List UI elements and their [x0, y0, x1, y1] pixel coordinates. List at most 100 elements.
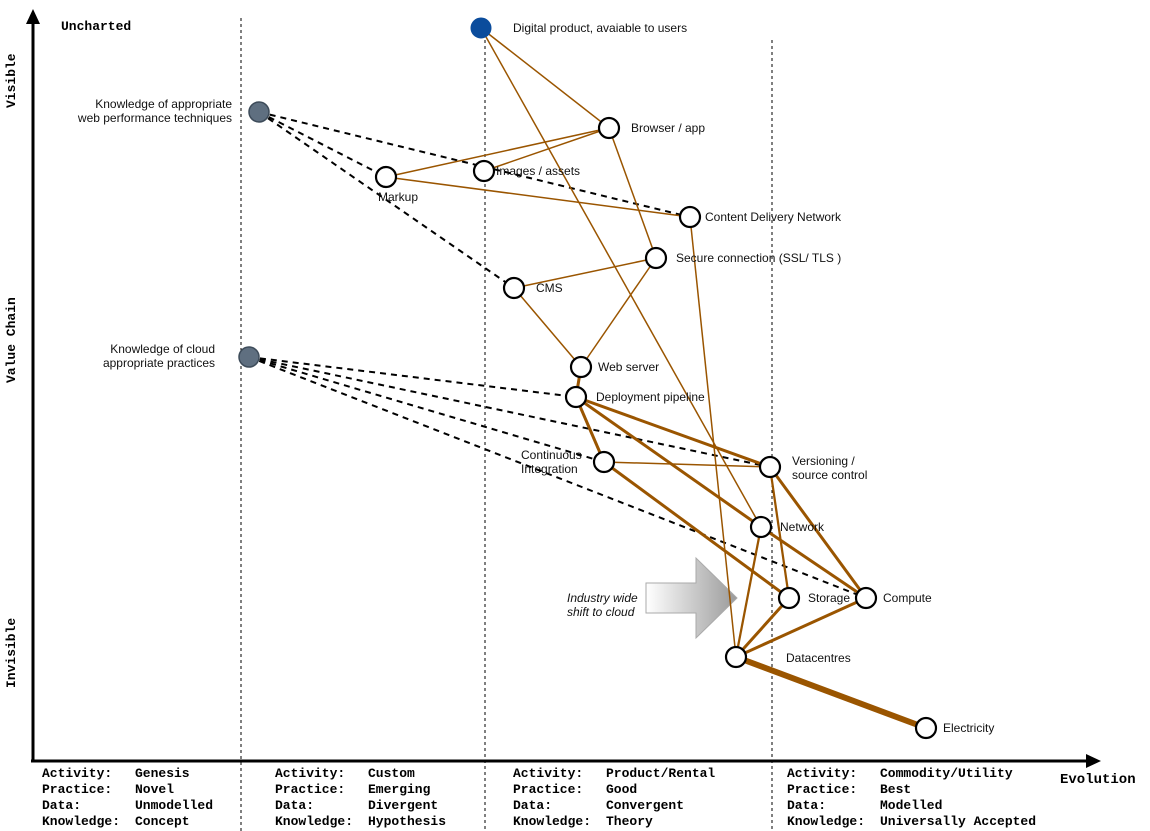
link-network-compute — [760, 525, 867, 600]
link-versioning-compute — [768, 466, 868, 599]
component-digital[interactable]: Digital product, avaiable to users — [470, 17, 687, 39]
component-markup[interactable]: Markup — [374, 165, 418, 204]
component-node-icon[interactable] — [724, 645, 748, 669]
component-storage[interactable]: Storage — [777, 586, 850, 610]
component-node-icon[interactable] — [914, 716, 938, 740]
stage-legend-product: Activity:Product/Rental Practice:Good Da… — [513, 766, 715, 830]
component-browser[interactable]: Browser / app — [597, 116, 705, 140]
component-node-icon[interactable] — [644, 246, 668, 270]
component-cdn[interactable]: Content Delivery Network — [678, 205, 842, 229]
component-node-icon[interactable] — [502, 276, 526, 300]
knowledge-node-icon[interactable] — [248, 101, 270, 123]
stage-value: Divergent — [368, 798, 439, 813]
component-network[interactable]: Network — [749, 515, 825, 539]
component-node-icon[interactable] — [678, 205, 702, 229]
component-images[interactable]: Images / assets — [472, 159, 580, 183]
stage-value: Theory — [606, 814, 653, 829]
stage-row-data: Data:Unmodelled — [42, 798, 213, 814]
stage-key: Knowledge: — [275, 814, 354, 829]
uncharted-label: Uncharted — [61, 19, 132, 34]
component-compute[interactable]: Compute — [854, 586, 932, 610]
y-axis-arrowhead-icon — [26, 9, 40, 24]
knowledge-link-kcloud-versioning — [248, 356, 771, 468]
component-versioning[interactable]: Versioning /source control — [758, 454, 867, 482]
component-label: Web server — [598, 360, 659, 374]
stage-key: Activity: — [787, 766, 858, 781]
link-ci-versioning — [603, 461, 771, 468]
stage-value: Good — [606, 782, 638, 797]
component-deploy[interactable]: Deployment pipeline — [564, 385, 705, 409]
component-label: Secure connection (SSL/ TLS ) — [676, 251, 841, 265]
x-axis-arrowhead-icon — [1086, 754, 1101, 768]
component-label: Versioning /source control — [792, 454, 867, 482]
component-datacentres[interactable]: Datacentres — [724, 645, 851, 669]
component-electricity[interactable]: Electricity — [914, 716, 994, 740]
component-node-icon[interactable] — [758, 455, 782, 479]
stage-value: Best — [880, 782, 912, 797]
component-node-icon[interactable] — [564, 385, 588, 409]
stage-row-practice: Practice: Good — [513, 782, 715, 798]
link-storage-datacentres — [734, 596, 791, 659]
component-label: Content Delivery Network — [705, 210, 842, 224]
stage-row-practice: Practice:Best — [787, 782, 1036, 798]
stage-row-knowledge: Knowledge:Concept — [42, 814, 213, 830]
user-node-icon[interactable] — [470, 17, 492, 39]
stage-value: Product/Rental — [606, 766, 716, 781]
stage-dividers — [240, 18, 773, 831]
axes — [26, 9, 1101, 768]
y-axis-label-invisible: Invisible — [4, 618, 19, 688]
stage-value: Novel — [135, 782, 175, 797]
stage-value: Concept — [135, 814, 190, 829]
stage-legend-commodity: Activity: Commodity/Utility Practice:Best… — [787, 766, 1036, 830]
component-node-icon[interactable] — [854, 586, 878, 610]
component-cms[interactable]: CMS — [502, 276, 563, 300]
stage-value: Universally Accepted — [880, 814, 1037, 829]
component-node-icon[interactable] — [472, 159, 496, 183]
component-webserver[interactable]: Web server — [569, 355, 659, 379]
annotation-text-line1: Industry wide — [567, 591, 638, 605]
stage-value: Convergent — [606, 798, 685, 813]
stage-row-practice: Practice: Emerging — [275, 782, 446, 798]
annotation-text-line2: shift to cloud — [567, 605, 635, 619]
y-axis-label-visible: Visible — [4, 53, 19, 108]
component-node-icon[interactable] — [777, 586, 801, 610]
link-deploy-ci — [574, 396, 606, 463]
component-label: Images / assets — [496, 164, 580, 178]
knowledge-links — [248, 111, 867, 599]
link-network-datacentres — [734, 526, 763, 658]
link-datacentres-electricity — [734, 654, 928, 731]
stage-key: Practice: — [513, 782, 584, 797]
stage-value: Modelled — [880, 798, 943, 813]
stage-key: Activity: — [513, 766, 584, 781]
stage-value: Commodity/Utility — [880, 766, 1013, 781]
stage-row-data: Data:Divergent — [275, 798, 446, 814]
stage-key: Practice: — [275, 782, 346, 797]
stage-value: Hypothesis — [368, 814, 447, 829]
component-node-icon[interactable] — [597, 116, 621, 140]
component-ssl[interactable]: Secure connection (SSL/ TLS ) — [644, 246, 841, 270]
component-node-icon[interactable] — [569, 355, 593, 379]
link-cms-webserver — [513, 287, 582, 368]
stage-legend-custom: Activity:Custom Practice:Emerging Data:D… — [275, 766, 446, 830]
stage-value: Custom — [368, 766, 415, 781]
stage-value: Emerging — [368, 782, 431, 797]
link-browser-ssl — [608, 127, 657, 259]
component-node-icon[interactable] — [374, 165, 398, 189]
stage-key: Knowledge: — [513, 814, 592, 829]
component-node-icon[interactable] — [592, 450, 616, 474]
component-node-icon[interactable] — [749, 515, 773, 539]
shift-to-cloud-annotation: Industry wide shift to cloud — [567, 556, 738, 640]
link-deploy-network — [575, 395, 762, 529]
knowledge-link-kwebperf-cdn — [258, 111, 691, 218]
y-axis-label-value-chain: Value Chain — [4, 297, 19, 383]
link-ci-storage — [603, 460, 790, 600]
knowledge-node-icon[interactable] — [238, 346, 260, 368]
component-label: Datacentres — [786, 651, 851, 665]
